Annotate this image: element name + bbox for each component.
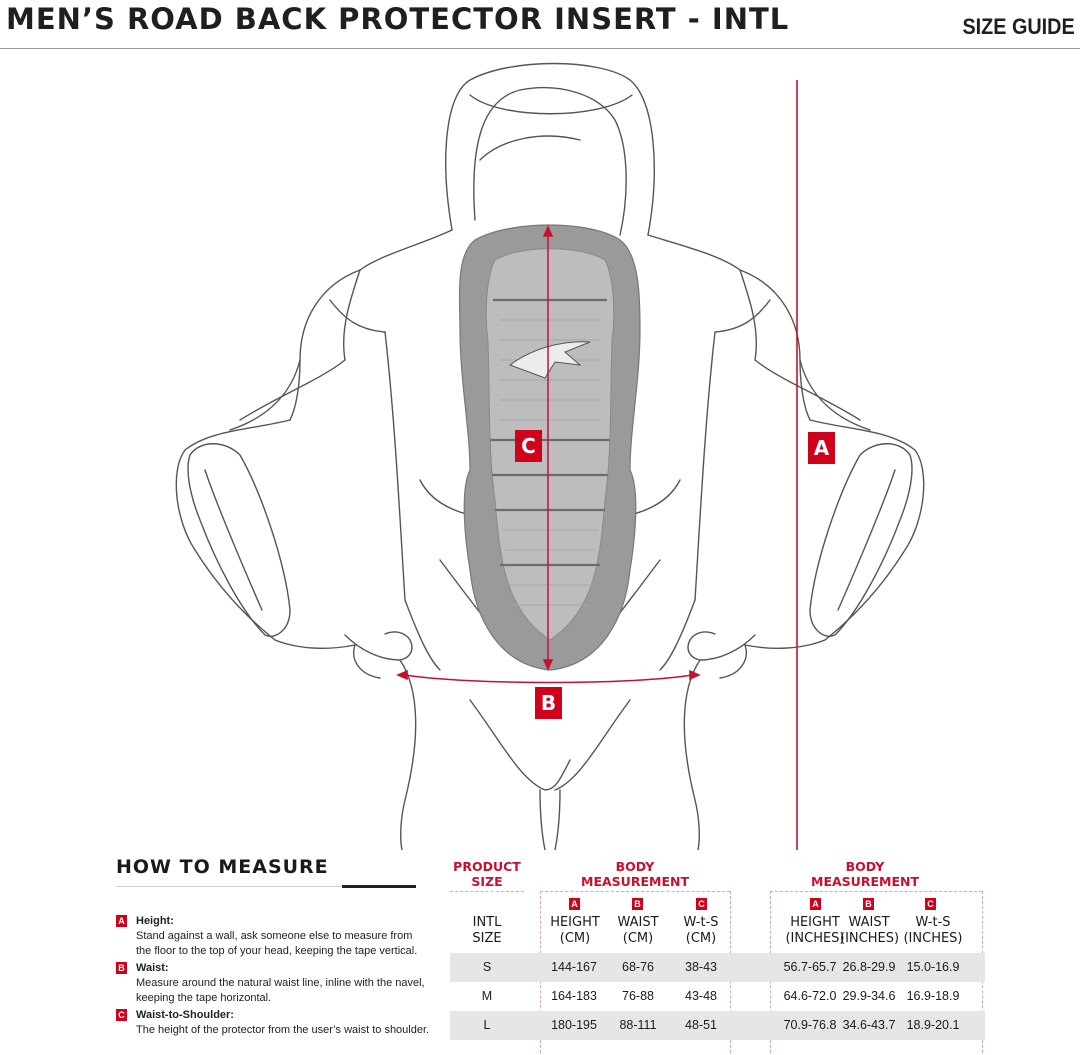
- badge-b: B: [116, 962, 127, 974]
- col-header-wts-in: W-t-S (INCHES): [902, 915, 964, 947]
- figure-back-icon: [175, 62, 925, 851]
- col-header-line: (INCHES): [840, 931, 900, 946]
- product-size-header: PRODUCT SIZE: [450, 859, 524, 889]
- header-divider: [770, 891, 982, 892]
- header-divider: [0, 48, 1080, 49]
- cell-wts-cm: 48-51: [685, 1018, 717, 1032]
- cell-wts-cm: 38-43: [685, 960, 717, 974]
- measure-item-title: Waist:: [136, 962, 169, 974]
- col-header-line: HEIGHT: [550, 915, 600, 930]
- header-divider: [540, 891, 730, 892]
- col-header-line: WAIST: [617, 915, 659, 930]
- figure-back-illustration: C A B: [0, 50, 1080, 851]
- cell-size: M: [481, 989, 493, 1003]
- header-line: BODY: [615, 859, 655, 874]
- body-measurement-in-header: BODY MEASUREMENT: [790, 859, 940, 889]
- col-header-line: HEIGHT: [790, 915, 840, 930]
- measure-item-desc: The height of the protector from the use…: [136, 1024, 430, 1036]
- cell-waist-in: 29.9-34.6: [842, 989, 896, 1003]
- body-measurement-cm-header: BODY MEASUREMENT: [560, 859, 710, 889]
- cell-height-cm: 180-195: [551, 1018, 597, 1032]
- cell-height-in: 70.9-76.8: [783, 1018, 837, 1032]
- label-c: C: [515, 430, 542, 462]
- col-header-line: WAIST: [848, 915, 890, 930]
- header-line: PRODUCT: [453, 859, 521, 874]
- col-header-line: SIZE: [472, 931, 502, 946]
- how-to-measure-section: HOW TO MEASURE: [116, 856, 416, 888]
- col-header-intl-size: INTL SIZE: [456, 915, 518, 947]
- table-row: S 144-167 68-76 38-43 56.7-65.7 26.8-29.…: [450, 953, 985, 982]
- cell-waist-cm: 68-76: [622, 960, 654, 974]
- measure-item-desc: the floor to the top of your head, keepi…: [136, 945, 418, 957]
- header-line: SIZE: [471, 874, 503, 889]
- cell-height-cm: 164-183: [551, 989, 597, 1003]
- col-badge-a: A: [569, 898, 580, 910]
- wts-arrow: [542, 225, 554, 671]
- cell-height-cm: 144-167: [551, 960, 597, 974]
- col-header-line: (INCHES): [785, 931, 845, 946]
- cell-size: L: [483, 1018, 491, 1032]
- waist-arrow: [396, 669, 701, 684]
- cell-waist-cm: 76-88: [622, 989, 654, 1003]
- how-to-measure-divider: [116, 886, 416, 887]
- cell-size: S: [482, 960, 492, 974]
- measure-item-waist: B Waist: Measure around the natural wais…: [116, 961, 436, 1006]
- size-guide-label: SIZE GUIDE: [962, 14, 1075, 39]
- cell-waist-in: 26.8-29.9: [842, 960, 896, 974]
- table-row: L 180-195 88-111 48-51 70.9-76.8 34.6-43…: [450, 1011, 985, 1040]
- col-header-line: (CM): [559, 931, 591, 946]
- cell-height-in: 56.7-65.7: [783, 960, 837, 974]
- cell-wts-cm: 43-48: [685, 989, 717, 1003]
- col-header-line: (CM): [685, 931, 717, 946]
- how-to-measure-title: HOW TO MEASURE: [116, 856, 329, 878]
- measure-item-desc: keeping the tape horizontal.: [136, 992, 272, 1004]
- badge-c: C: [116, 1009, 127, 1021]
- col-badge-a: A: [810, 898, 821, 910]
- col-header-waist-in: WAIST (INCHES): [840, 915, 900, 947]
- badge-a: A: [116, 915, 127, 927]
- cell-waist-in: 34.6-43.7: [842, 1018, 896, 1032]
- how-to-measure-accent: [342, 885, 416, 888]
- page-header: MEN’S ROAD BACK PROTECTOR INSERT - INTL …: [0, 0, 1080, 50]
- col-badge-c: C: [925, 898, 936, 910]
- label-a: A: [808, 432, 835, 464]
- col-header-line: (CM): [622, 931, 654, 946]
- cell-wts-in: 18.9-20.1: [906, 1018, 960, 1032]
- col-header-height-cm: HEIGHT (CM): [545, 915, 605, 947]
- page-title: MEN’S ROAD BACK PROTECTOR INSERT - INTL: [6, 2, 790, 36]
- measure-item-waist-to-shoulder: C Waist-to-Shoulder: The height of the p…: [116, 1008, 436, 1038]
- col-header-waist-cm: WAIST (CM): [608, 915, 668, 947]
- col-header-height-in: HEIGHT (INCHES): [775, 915, 855, 947]
- header-line: MEASUREMENT: [811, 874, 919, 889]
- cell-wts-in: 15.0-16.9: [906, 960, 960, 974]
- back-protector-icon: [458, 224, 641, 671]
- measure-item-title: Height:: [136, 915, 174, 927]
- col-badge-b: B: [632, 898, 643, 910]
- header-divider: [450, 891, 524, 892]
- col-header-line: INTL: [472, 915, 502, 930]
- label-b: B: [535, 687, 562, 719]
- cell-height-in: 64.6-72.0: [783, 989, 837, 1003]
- col-header-line: W-t-S: [683, 915, 719, 930]
- size-table: PRODUCT SIZE BODY MEASUREMENT BODY MEASU…: [450, 855, 985, 1055]
- col-badge-c: C: [696, 898, 707, 910]
- cell-wts-in: 16.9-18.9: [906, 989, 960, 1003]
- cell-waist-cm: 88-111: [619, 1018, 657, 1032]
- measure-item-height: A Height: Stand against a wall, ask some…: [116, 914, 436, 959]
- header-line: BODY: [845, 859, 885, 874]
- col-header-line: W-t-S: [915, 915, 951, 930]
- measure-item-desc: Measure around the natural waist line, i…: [136, 977, 425, 989]
- col-header-wts-cm: W-t-S (CM): [672, 915, 730, 947]
- header-line: MEASUREMENT: [581, 874, 689, 889]
- measure-item-desc: Stand against a wall, ask someone else t…: [136, 930, 413, 942]
- measure-item-title: Waist-to-Shoulder:: [136, 1009, 234, 1021]
- table-row: M 164-183 76-88 43-48 64.6-72.0 29.9-34.…: [450, 982, 985, 1011]
- col-header-line: (INCHES): [903, 931, 963, 946]
- col-badge-b: B: [863, 898, 874, 910]
